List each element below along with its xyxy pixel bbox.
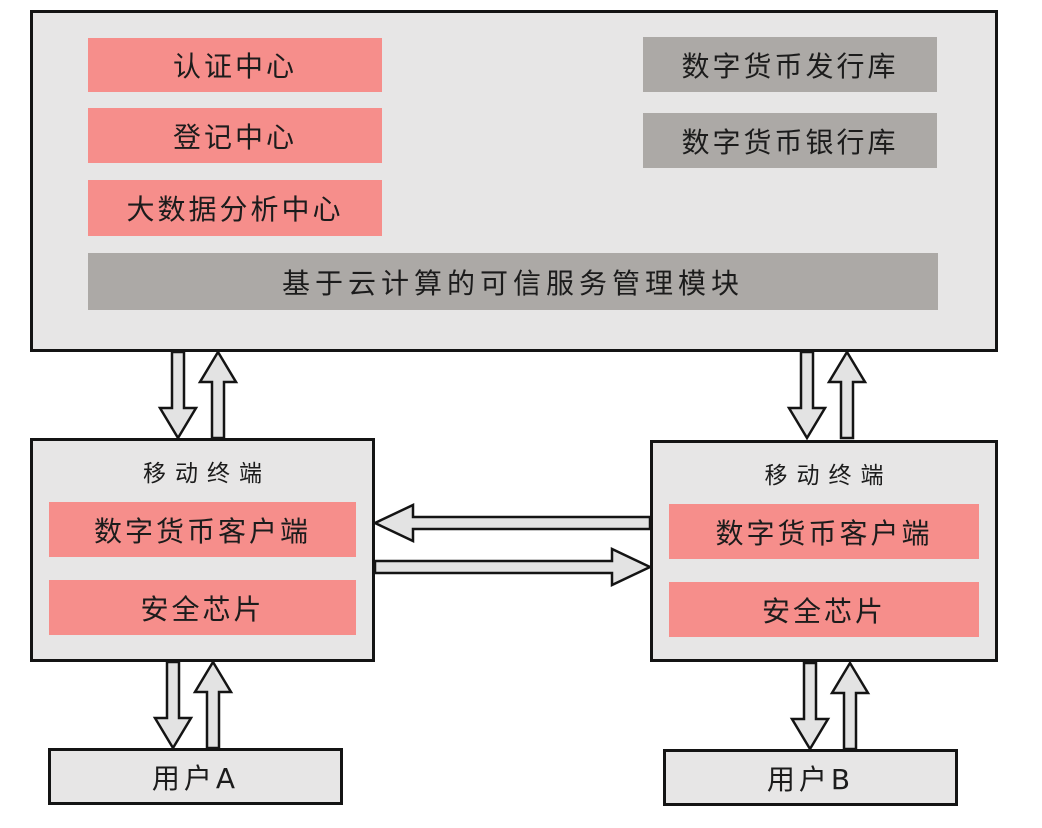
platform-terminal-b-link (786, 349, 868, 441)
arrow-up-icon (829, 660, 871, 751)
arrow-up-icon (192, 659, 234, 750)
module-registration-center: 登记中心 (88, 108, 382, 163)
user-b-box: 用户B (663, 749, 958, 806)
terminal-b-title: 移动终端 (764, 463, 893, 489)
module-currency-issuance-vault: 数字货币发行库 (643, 37, 937, 92)
module-authentication-center: 认证中心 (88, 38, 382, 92)
mobile-terminal-a-panel: 移动终端 数字货币客户端 安全芯片 (30, 438, 375, 662)
terminal-a-title: 移动终端 (143, 461, 271, 487)
cloud-platform-panel: 认证中心 登记中心 大数据分析中心 数字货币发行库 数字货币银行库 基于云计算的… (30, 10, 998, 352)
module-currency-client-b: 数字货币客户端 (669, 504, 979, 559)
module-secure-chip-b: 安全芯片 (669, 582, 979, 637)
arrow-right-icon (373, 547, 653, 587)
arrow-up-icon (826, 349, 868, 440)
arrow-down-icon (152, 660, 194, 751)
terminal-to-terminal-link (372, 503, 653, 587)
platform-terminal-a-link (157, 349, 239, 441)
terminal-b-user-b-link (789, 660, 871, 752)
mobile-terminal-b-panel: 移动终端 数字货币客户端 安全芯片 (650, 440, 998, 662)
arrow-left-icon (372, 503, 652, 543)
arrow-down-icon (157, 350, 199, 441)
module-bigdata-analysis-center: 大数据分析中心 (88, 180, 382, 236)
module-secure-chip-a: 安全芯片 (49, 580, 356, 635)
terminal-a-user-a-link (152, 659, 234, 751)
user-a-box: 用户A (48, 748, 343, 805)
arrow-up-icon (197, 349, 239, 440)
module-trusted-service-management: 基于云计算的可信服务管理模块 (88, 253, 938, 310)
arrow-down-icon (786, 350, 828, 441)
module-currency-bank-vault: 数字货币银行库 (643, 113, 937, 168)
module-currency-client-a: 数字货币客户端 (49, 502, 356, 557)
arrow-down-icon (789, 661, 831, 752)
